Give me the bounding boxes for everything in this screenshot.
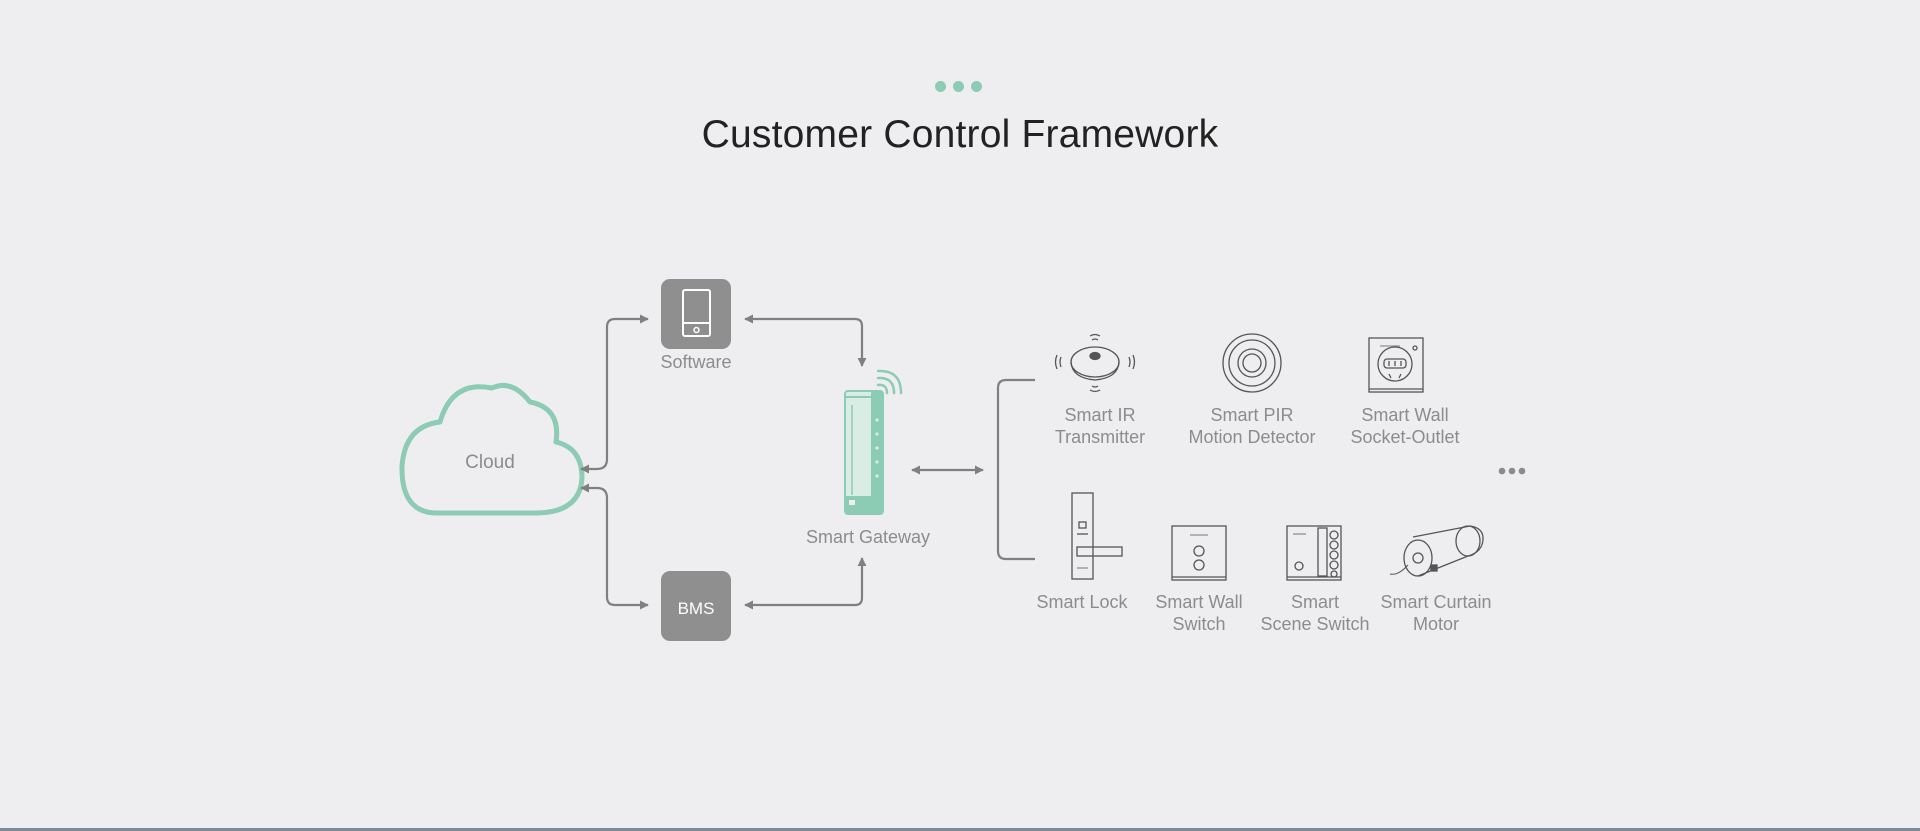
scene-switch-icon[interactable] bbox=[1286, 525, 1342, 581]
smart-gateway-icon[interactable] bbox=[844, 369, 903, 515]
wifi-signal-icon bbox=[876, 369, 903, 395]
bms-label: BMS bbox=[677, 599, 715, 618]
curtain-motor-icon[interactable] bbox=[1389, 525, 1484, 577]
bms-gateway-connector bbox=[744, 557, 867, 610]
phone-icon bbox=[682, 289, 711, 337]
cloud-label: Cloud bbox=[465, 452, 515, 473]
page-title: Customer Control Framework bbox=[701, 113, 1219, 156]
bms-node[interactable] bbox=[661, 571, 731, 641]
ir-transmitter-icon[interactable] bbox=[1054, 333, 1136, 393]
software-gateway-connector bbox=[744, 314, 867, 367]
gateway-label: Smart Gateway bbox=[805, 527, 931, 547]
cloud-shape[interactable] bbox=[399, 383, 585, 516]
devices-bracket bbox=[996, 378, 1035, 561]
device-label-smart-lock: Smart Lock bbox=[1036, 592, 1128, 612]
smart-lock-icon[interactable] bbox=[1071, 492, 1123, 580]
pir-detector-icon[interactable] bbox=[1222, 333, 1282, 393]
wall-switch-icon[interactable] bbox=[1171, 525, 1227, 581]
wall-socket-icon[interactable] bbox=[1368, 337, 1424, 393]
cloud-bms-connector bbox=[580, 483, 649, 610]
bottom-border bbox=[0, 828, 1920, 831]
more-devices-icon[interactable] bbox=[1498, 467, 1526, 475]
cloud-software-connector bbox=[580, 314, 649, 474]
decorative-dots bbox=[935, 81, 982, 92]
software-label: Software bbox=[660, 352, 732, 372]
software-node[interactable] bbox=[661, 279, 731, 349]
